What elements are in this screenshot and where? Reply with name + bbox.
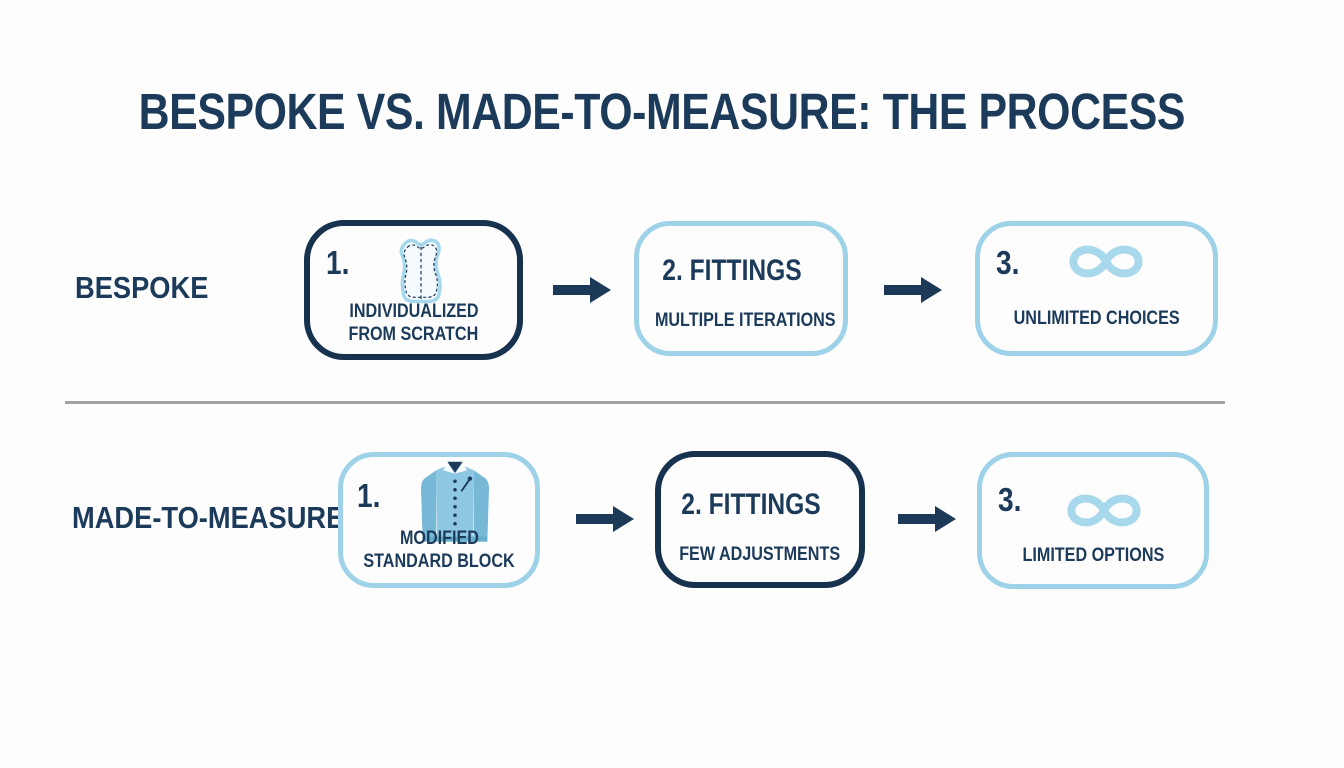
row-label-made-to-measure: MADE-TO-MEASURE (72, 500, 381, 536)
row-label-bespoke: BESPOKE (75, 270, 227, 306)
caption-line-2: FROM SCRATCH (348, 324, 479, 345)
step-heading-text: 2. FITTINGS (681, 488, 821, 521)
step-subtitle: UNLIMITED CHOICES (980, 308, 1213, 330)
step-box-mtm-1: 1. MODIFIED STANDARD BLOCK (338, 452, 540, 588)
step-box-bespoke-2: 2. FITTINGS MULTIPLE ITERATIONS (634, 221, 848, 356)
step-subtitle: MULTIPLE ITERATIONS (639, 310, 843, 332)
arrow-right-icon (898, 506, 956, 532)
step-box-bespoke-1: 1. INDIVIDUALIZED FROM SCRATCH (304, 220, 523, 360)
step-subtitle-text: LIMITED OPTIONS (1022, 545, 1164, 566)
row-divider (65, 401, 1225, 404)
caption-line-1: MODIFIED (399, 528, 479, 549)
caption-line-1: INDIVIDUALIZED (348, 301, 479, 322)
step-subtitle: FEW ADJUSTMENTS (661, 544, 859, 566)
step-number-text: 3. (996, 244, 1020, 281)
step-caption: INDIVIDUALIZED FROM SCRATCH (310, 300, 517, 346)
step-number-text: 1. (357, 477, 381, 514)
step-number: 3. (998, 481, 1026, 519)
step-subtitle-text: FEW ADJUSTMENTS (679, 544, 841, 565)
step-box-mtm-3: 3. LIMITED OPTIONS (977, 452, 1209, 589)
caption-line-2: STANDARD BLOCK (363, 551, 515, 572)
step-box-mtm-2: 2. FITTINGS FEW ADJUSTMENTS (655, 451, 865, 588)
step-subtitle: LIMITED OPTIONS (982, 545, 1204, 567)
step-number: 1. (357, 477, 385, 515)
step-caption: MODIFIED STANDARD BLOCK (343, 527, 535, 573)
step-subtitle-text: MULTIPLE ITERATIONS (654, 310, 836, 331)
arrow-right-icon (884, 277, 942, 303)
step-box-bespoke-3: 3. UNLIMITED CHOICES (975, 221, 1218, 356)
step-number-text: 1. (326, 244, 350, 281)
step-number: 1. (326, 244, 354, 282)
sewing-pattern-icon (399, 238, 442, 304)
shirt-icon (421, 461, 489, 542)
row-label-made-to-measure-text: MADE-TO-MEASURE (72, 500, 345, 535)
arrow-right-icon (576, 506, 634, 532)
infinity-icon (1069, 245, 1143, 278)
row-label-bespoke-text: BESPOKE (75, 270, 209, 305)
step-heading-text: 2. FITTINGS (662, 254, 802, 287)
page-title-text: BESPOKE VS. MADE-TO-MEASURE: THE PROCESS (138, 83, 1186, 140)
step-number-text: 3. (998, 481, 1022, 518)
infinity-icon (1067, 494, 1141, 527)
page-title: BESPOKE VS. MADE-TO-MEASURE: THE PROCESS (0, 82, 1324, 141)
step-number: 3. (996, 244, 1024, 282)
step-heading: 2. FITTINGS (639, 254, 843, 288)
step-heading: 2. FITTINGS (661, 488, 859, 522)
step-subtitle-text: UNLIMITED CHOICES (1013, 308, 1180, 329)
arrow-right-icon (553, 277, 611, 303)
